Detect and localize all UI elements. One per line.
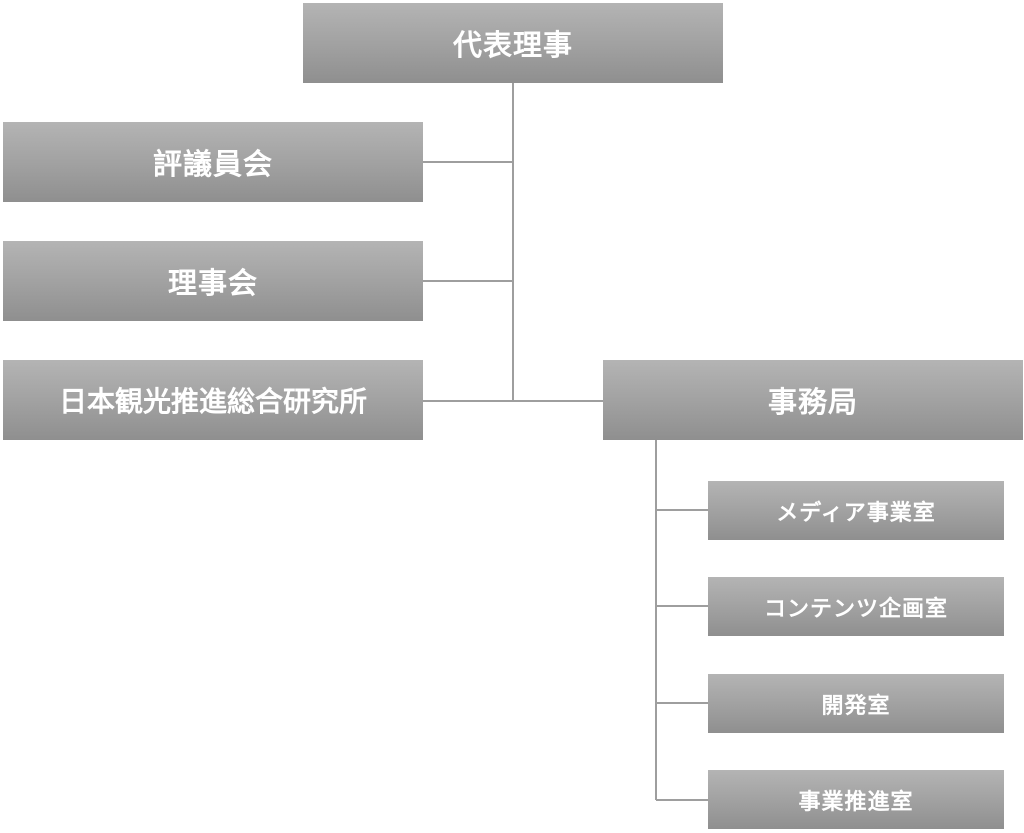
org-box-development-division: 開発室 (708, 674, 1004, 733)
org-box-media-division: メディア事業室 (708, 481, 1004, 540)
org-box-board-of-directors: 理事会 (3, 241, 423, 321)
org-box-research-institute: 日本観光推進総合研究所 (3, 360, 423, 440)
org-box-board-of-councilors: 評議員会 (3, 122, 423, 202)
org-box-label: 評議員会 (152, 147, 273, 181)
org-box-content-planning-division: コンテンツ企画室 (708, 577, 1004, 636)
org-box-label: 事務局 (767, 385, 858, 419)
org-box-label: コンテンツ企画室 (763, 596, 948, 622)
org-box-label: 日本観光推進総合研究所 (58, 385, 367, 418)
org-box-representative-director: 代表理事 (303, 3, 723, 83)
org-box-label: メディア事業室 (776, 500, 936, 526)
org-box-business-promotion-division: 事業推進室 (708, 770, 1004, 829)
org-box-label: 事業推進室 (798, 789, 914, 815)
org-box-secretariat: 事務局 (603, 360, 1023, 440)
org-box-label: 理事会 (167, 266, 258, 300)
org-box-label: 開発室 (821, 693, 891, 719)
org-box-label: 代表理事 (452, 28, 573, 62)
